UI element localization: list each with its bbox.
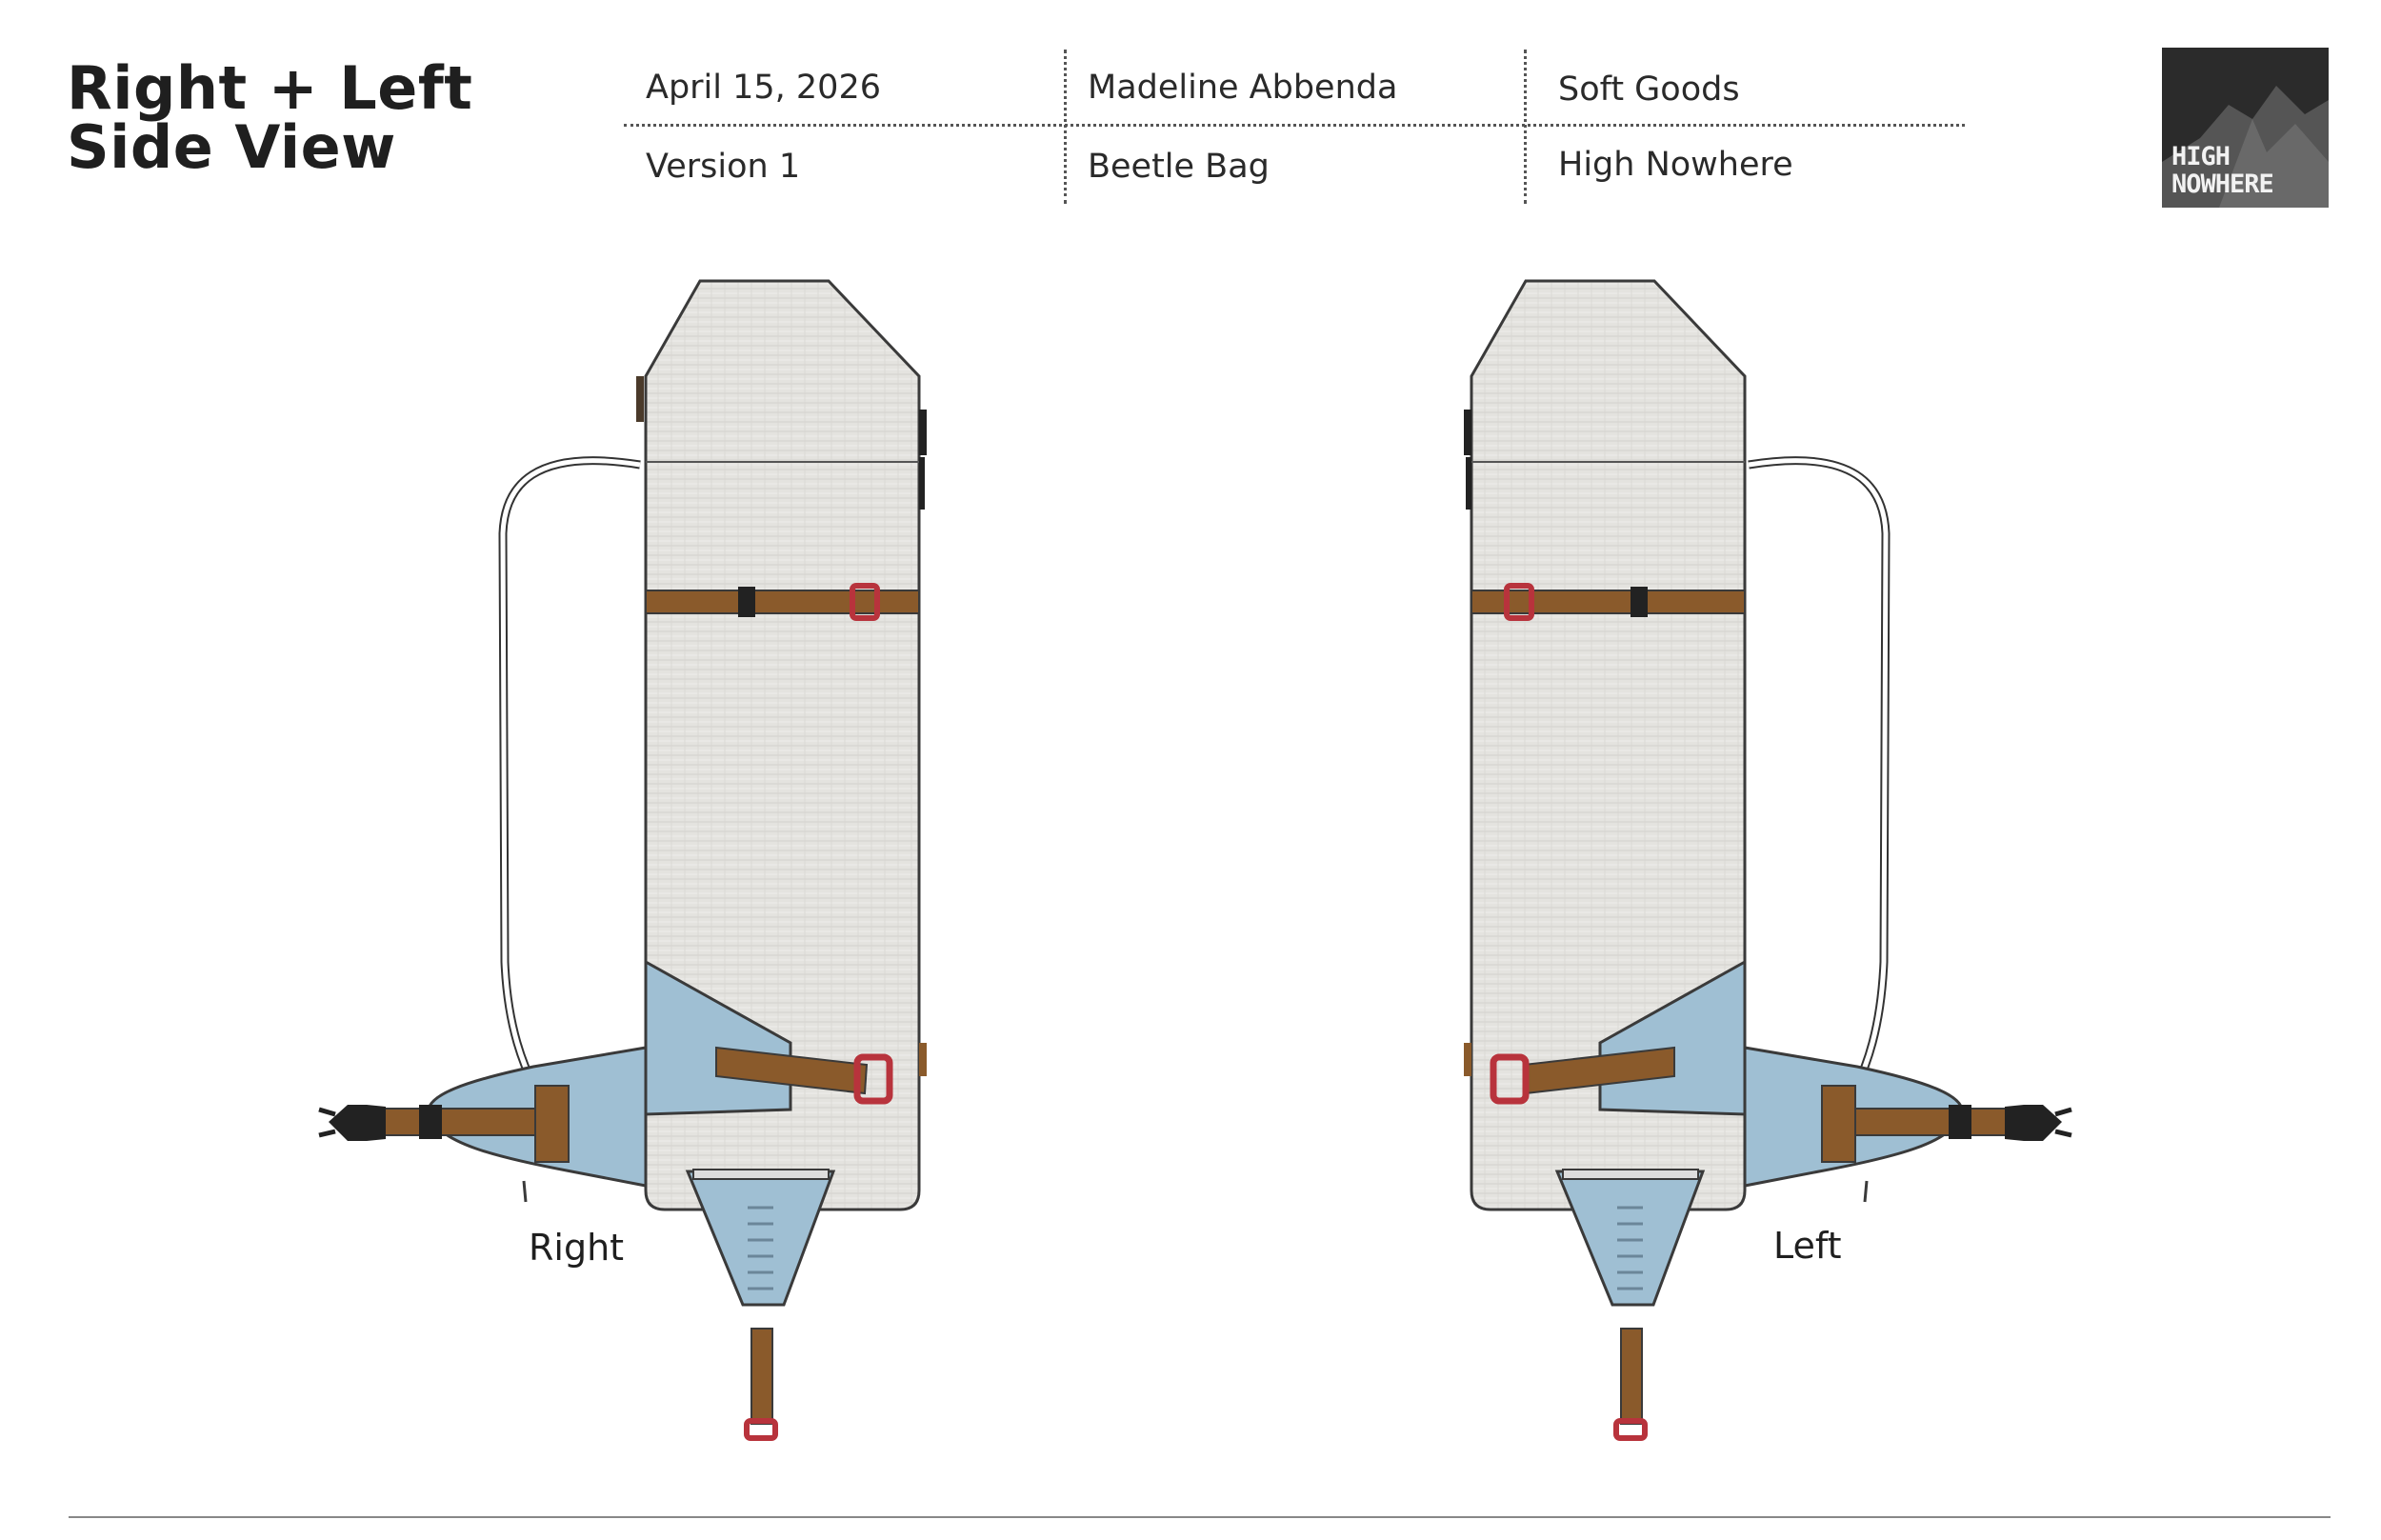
bottom-buckle bbox=[1613, 1418, 1648, 1441]
logo-line-1: HIGH bbox=[2171, 142, 2231, 171]
pocket-loops bbox=[1617, 1206, 1643, 1290]
designer-field: Madeline Abbenda bbox=[1088, 69, 1398, 107]
header-divider-2 bbox=[1524, 50, 1527, 204]
pocket-loops bbox=[748, 1206, 773, 1290]
top-tab bbox=[1464, 410, 1471, 455]
side-tab bbox=[1464, 1043, 1471, 1076]
header-divider-horizontal bbox=[624, 124, 1965, 127]
buckle-prong bbox=[318, 1107, 336, 1138]
version-field: Version 1 bbox=[646, 148, 801, 186]
title-line-1: Right + Left bbox=[67, 53, 473, 123]
right-side-view bbox=[318, 279, 927, 1441]
side-strap bbox=[715, 1046, 869, 1095]
brand-field: High Nowhere bbox=[1558, 146, 1793, 184]
left-belt-tail bbox=[1863, 1180, 1869, 1203]
title-line-2: Side View bbox=[67, 112, 396, 182]
logo-line-2: NOWHERE bbox=[2171, 170, 2274, 199]
shoulder-strap-inner bbox=[1748, 458, 1889, 1097]
pocket-bar bbox=[692, 1169, 830, 1180]
right-belt-tail bbox=[522, 1180, 528, 1203]
side-release-buckle bbox=[2005, 1105, 2062, 1141]
side-cam-buckle bbox=[1490, 1053, 1530, 1105]
side-cam-buckle bbox=[853, 1053, 893, 1105]
hip-belt-tab bbox=[1821, 1085, 1856, 1163]
brand-logo: HIGH NOWHERE bbox=[2162, 48, 2329, 208]
hip-belt-keeper bbox=[419, 1105, 442, 1139]
compression-strap bbox=[645, 590, 920, 614]
shoulder-strap-inner bbox=[500, 458, 641, 1097]
hip-belt-tab bbox=[534, 1085, 570, 1163]
top-tab bbox=[636, 376, 644, 422]
strap-keeper bbox=[1631, 587, 1648, 617]
buckle-prong bbox=[2054, 1107, 2072, 1138]
left-side-view bbox=[1464, 279, 2072, 1441]
shoulder-strap bbox=[498, 456, 641, 1098]
compression-strap bbox=[1471, 590, 1746, 614]
mountain-icon bbox=[2162, 86, 2329, 208]
bottom-pocket bbox=[1554, 1170, 1706, 1307]
left-view-label: Left bbox=[1773, 1225, 1842, 1267]
strap-keeper bbox=[738, 587, 755, 617]
top-tab-back bbox=[919, 410, 927, 455]
bag-body bbox=[644, 279, 921, 1211]
top-tab-back-2 bbox=[919, 457, 925, 510]
hip-belt-keeper bbox=[1949, 1105, 1971, 1139]
side-tab bbox=[919, 1043, 927, 1076]
top-tab-2 bbox=[1466, 457, 1471, 510]
bottom-buckle bbox=[744, 1418, 778, 1441]
bag-body bbox=[1470, 279, 1747, 1211]
bottom-strap bbox=[750, 1328, 773, 1425]
hip-belt-webbing bbox=[1828, 1108, 2011, 1136]
page-title: Right + Left Side View bbox=[67, 59, 472, 177]
date-field: April 15, 2026 bbox=[646, 69, 881, 107]
bottom-divider bbox=[69, 1516, 2331, 1518]
category-field: Soft Goods bbox=[1558, 70, 1740, 109]
shoulder-strap bbox=[1748, 456, 1891, 1098]
side-release-buckle bbox=[329, 1105, 386, 1141]
cam-buckle bbox=[1504, 583, 1534, 621]
header-divider-1 bbox=[1064, 50, 1067, 204]
product-field: Beetle Bag bbox=[1088, 148, 1270, 186]
bottom-pocket bbox=[685, 1170, 836, 1307]
cam-buckle bbox=[850, 583, 880, 621]
pocket-bar bbox=[1562, 1169, 1699, 1180]
right-view-label: Right bbox=[529, 1227, 625, 1269]
bottom-strap bbox=[1620, 1328, 1643, 1425]
